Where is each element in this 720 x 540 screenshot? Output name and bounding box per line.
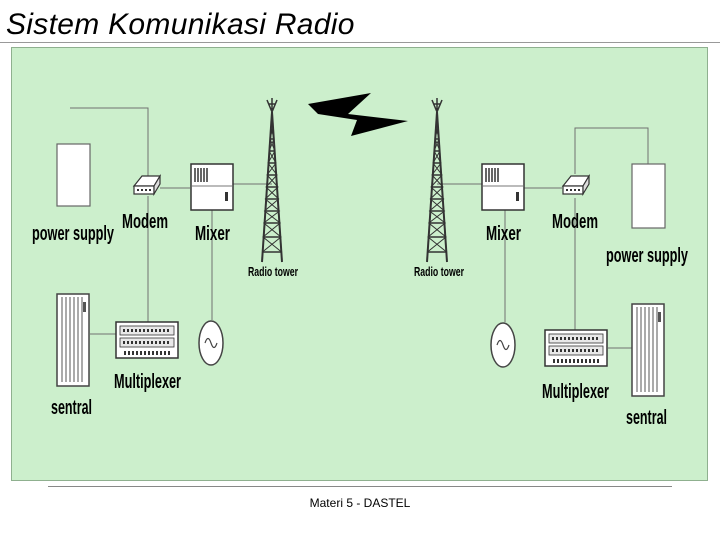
left-line-supply-modem (70, 107, 149, 178)
label-mixer: Mixer (486, 223, 521, 245)
label-power-supply: power supply (32, 223, 115, 245)
right-station: Radio tower Mixer Modem power supply Mul… (414, 97, 689, 429)
label-sentral: sentral (626, 407, 667, 429)
label-mixer: Mixer (195, 223, 230, 245)
oscillator-icon (198, 320, 224, 366)
central-cabinet-icon (631, 303, 665, 397)
title-divider (0, 42, 720, 43)
label-modem: Modem (552, 211, 598, 233)
radio-tower-icon (426, 97, 448, 263)
mixer-icon (190, 163, 234, 211)
multiplexer-icon (543, 328, 609, 368)
oscillator-icon (490, 322, 516, 368)
mixer-icon (481, 163, 525, 211)
footer-divider (48, 486, 672, 487)
power-supply-icon (56, 143, 91, 207)
multiplexer-icon (114, 320, 180, 360)
central-cabinet-icon (56, 293, 90, 387)
right-line-modem-supply (574, 127, 649, 174)
left-station: power supply Modem Mixer Radio tower Mul… (32, 97, 298, 419)
lightning-bolt-icon (308, 93, 408, 136)
power-supply-icon (631, 163, 666, 229)
radio-tower-icon (261, 97, 283, 263)
label-power-supply: power supply (606, 245, 689, 267)
label-radio-tower: Radio tower (248, 264, 298, 279)
modem-icon (133, 175, 161, 195)
slide-title: Sistem Komunikasi Radio (6, 8, 355, 41)
label-multiplexer: Multiplexer (114, 371, 181, 393)
label-radio-tower: Radio tower (414, 264, 464, 279)
label-multiplexer: Multiplexer (542, 381, 609, 403)
label-modem: Modem (122, 211, 168, 233)
modem-icon (562, 175, 590, 195)
slide-footer: Materi 5 - DASTEL (309, 496, 411, 510)
label-sentral: sentral (51, 397, 92, 419)
